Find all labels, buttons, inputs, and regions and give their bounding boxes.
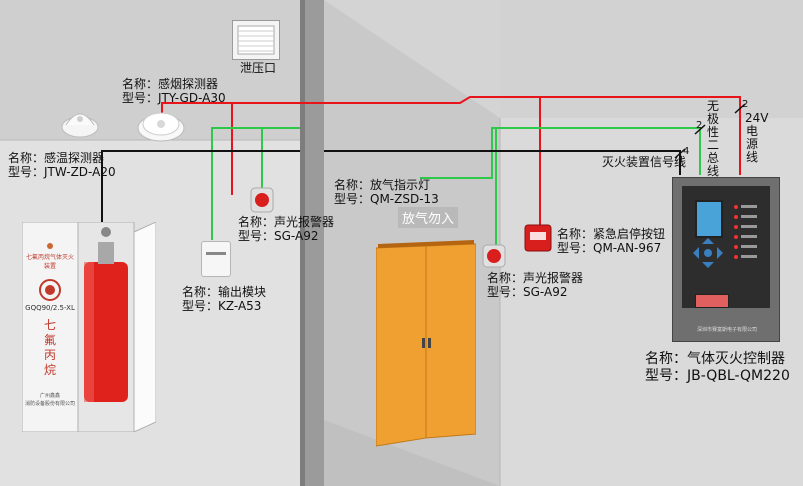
bus-wire-left (211, 127, 300, 240)
power-wire-label: 24V电源线 (745, 111, 769, 164)
heat-detector-icon (61, 113, 99, 138)
controller-button-bar (695, 294, 729, 308)
cabinet-vertical-title: 七氟丙烷 (43, 318, 56, 377)
smoke-detector-icon (137, 112, 185, 142)
signal-wire-right (324, 150, 681, 175)
bus-wire-count: 2 (696, 120, 703, 131)
controller-label: 名称：气体灭火控制器型号：JB-QBL-QM220 (645, 351, 790, 384)
output-module-icon (201, 241, 231, 277)
signal-wire-left (101, 150, 300, 235)
smoke-detector-label: 名称：感烟探测器型号：JTY-GD-A30 (122, 77, 226, 105)
cabinet-drawing (21, 221, 157, 433)
gas-extinguishing-controller: 深圳市赛富斯电子有限公司 (672, 177, 780, 342)
emergency-stop-button-icon (524, 224, 552, 252)
vent-grille-icon (237, 25, 275, 55)
cabinet-footer-1: 广州鑫鑫 (39, 393, 60, 399)
heat-detector-label: 名称：感温探测器型号：JTW-ZD-A20 (8, 151, 116, 179)
bus-wire-label: 无极性二总线 (706, 99, 719, 178)
power-wire-count: 2 (742, 99, 749, 110)
cabinet-footer-2: 消防设备股份有限公司 (24, 401, 75, 407)
extinguisher-cabinet: 七氟丙烷气体灭火装置 GQQ90/2.5-XL 七氟丙烷 广州鑫鑫 消防设备股份… (21, 221, 157, 433)
output-module-label: 名称：输出模块型号：KZ-A53 (182, 285, 267, 313)
controller-keypad-icon (693, 238, 723, 268)
pressure-vent-label: 泄压口 (240, 61, 277, 75)
pressure-vent (232, 20, 280, 60)
bus-wire-right (420, 127, 701, 179)
release-light-label: 名称：放气指示灯型号：QM-ZSD-13 (334, 178, 439, 206)
cabinet-model: GQQ90/2.5-XL (25, 304, 75, 312)
signal-wire-count: 4 (683, 146, 690, 157)
double-door[interactable] (376, 238, 476, 448)
release-light-sign: 放气勿入 (398, 207, 459, 228)
alarm-icon (482, 244, 506, 268)
alarm-icon (250, 187, 274, 213)
alarm-left-label: 名称：声光报警器型号：SG-A92 (238, 215, 335, 243)
stop-button-label: 名称：紧急启停按钮型号：QM-AN-967 (557, 227, 666, 255)
alarm-right-label: 名称：声光报警器型号：SG-A92 (487, 271, 584, 299)
controller-indicator-leds (734, 205, 757, 259)
cabinet-header: 七氟丙烷气体灭火装置 (26, 254, 75, 270)
controller-screen (695, 200, 723, 238)
controller-brand: 深圳市赛富斯电子有限公司 (696, 327, 757, 333)
signal-wire-label: 灭火装置信号线 (602, 155, 687, 169)
power-wire-top (161, 96, 741, 175)
